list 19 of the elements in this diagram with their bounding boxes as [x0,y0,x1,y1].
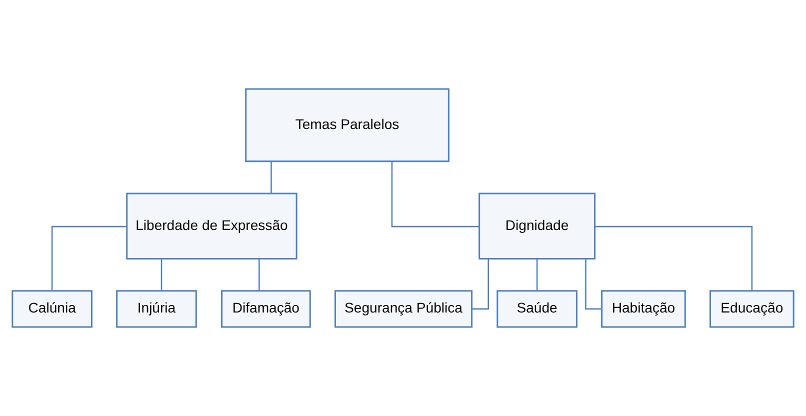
node-box: Segurança Pública [334,290,473,328]
node-box: Educação [710,290,794,328]
node-box: Liberdade de Expressão [126,192,298,260]
node-box: Saúde [496,290,578,328]
connector [594,226,753,291]
node-box: Difamação [221,290,311,328]
connector [391,162,480,228]
node-box: Injúria [116,290,197,328]
node-box: Habitação [601,290,686,328]
connector [472,258,489,310]
connector [51,226,127,291]
node-box: Calúnia [12,290,92,328]
connector [160,258,162,291]
connector [270,162,272,194]
node-box: Dignidade [478,192,596,260]
node-box: Temas Paralelos [245,88,450,162]
connector [585,258,602,310]
connector [536,258,538,291]
connector [258,258,260,291]
